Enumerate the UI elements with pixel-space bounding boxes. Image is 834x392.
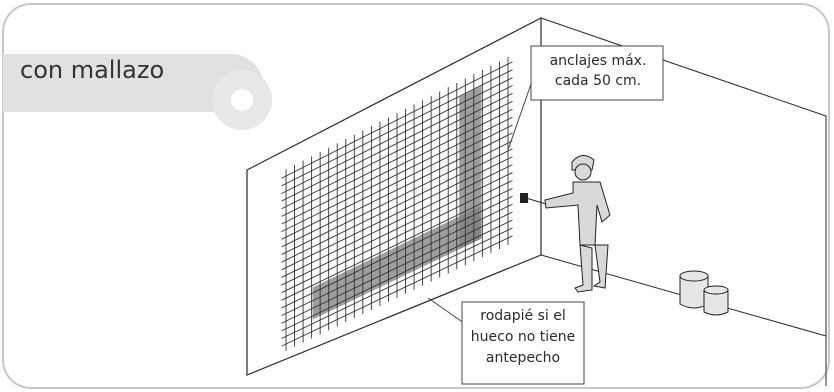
title-tab [3, 54, 272, 130]
plinth-callout-line-2: hueco no tiene [470, 329, 576, 345]
plinth-callout-line-1: rodapié si el [480, 308, 566, 324]
mesh-horizontal-bar [281, 77, 513, 194]
mesh-horizontal-bar [281, 108, 513, 225]
mesh-horizontal-bar [281, 172, 513, 286]
mesh-horizontal-bar [281, 235, 513, 347]
mesh-horizontal-bar [281, 61, 513, 179]
plinth-leader [427, 297, 465, 324]
page-title: con mallazo [20, 56, 165, 84]
anchor-callout-line-2: cada 50 cm. [554, 73, 642, 89]
mesh-horizontal-bar [281, 148, 513, 263]
mesh-horizontal-bar [281, 93, 513, 210]
mesh-horizontal-bar [281, 140, 513, 255]
mesh-horizontal-bar [281, 203, 513, 317]
anchor-callout: anclajes máx. cada 50 cm. [536, 51, 660, 91]
mesh-horizontal-bar [281, 124, 513, 240]
mesh-horizontal-bar [281, 187, 513, 301]
mesh-horizontal-bar [281, 69, 513, 187]
mesh-horizontal-bar [281, 195, 513, 309]
mesh-horizontal-bar [281, 219, 513, 332]
mesh-horizontal-bar [281, 180, 513, 294]
mesh-horizontal-bar [281, 132, 513, 248]
plinth-callout-line-3: antepecho [485, 350, 561, 366]
mesh-horizontal-bar [281, 116, 513, 233]
steel-mesh [281, 57, 513, 351]
mesh-horizontal-bar [281, 227, 513, 339]
mesh-horizontal-bar [281, 100, 513, 217]
plinth-callout: rodapié si el hueco no tiene antepecho [465, 306, 581, 369]
anchor-callout-line-1: anclajes máx. [549, 53, 647, 69]
anchor-callout-box [530, 45, 664, 101]
paint-bucket-icon [679, 270, 729, 316]
plinth-callout-box [461, 301, 585, 385]
mesh-horizontal-bar [281, 211, 513, 324]
worker-figure [520, 155, 611, 293]
anchor-leader [507, 83, 532, 151]
mesh-horizontal-bar [281, 164, 513, 278]
mesh-horizontal-bar [281, 85, 513, 202]
mesh-horizontal-bar [281, 156, 513, 271]
